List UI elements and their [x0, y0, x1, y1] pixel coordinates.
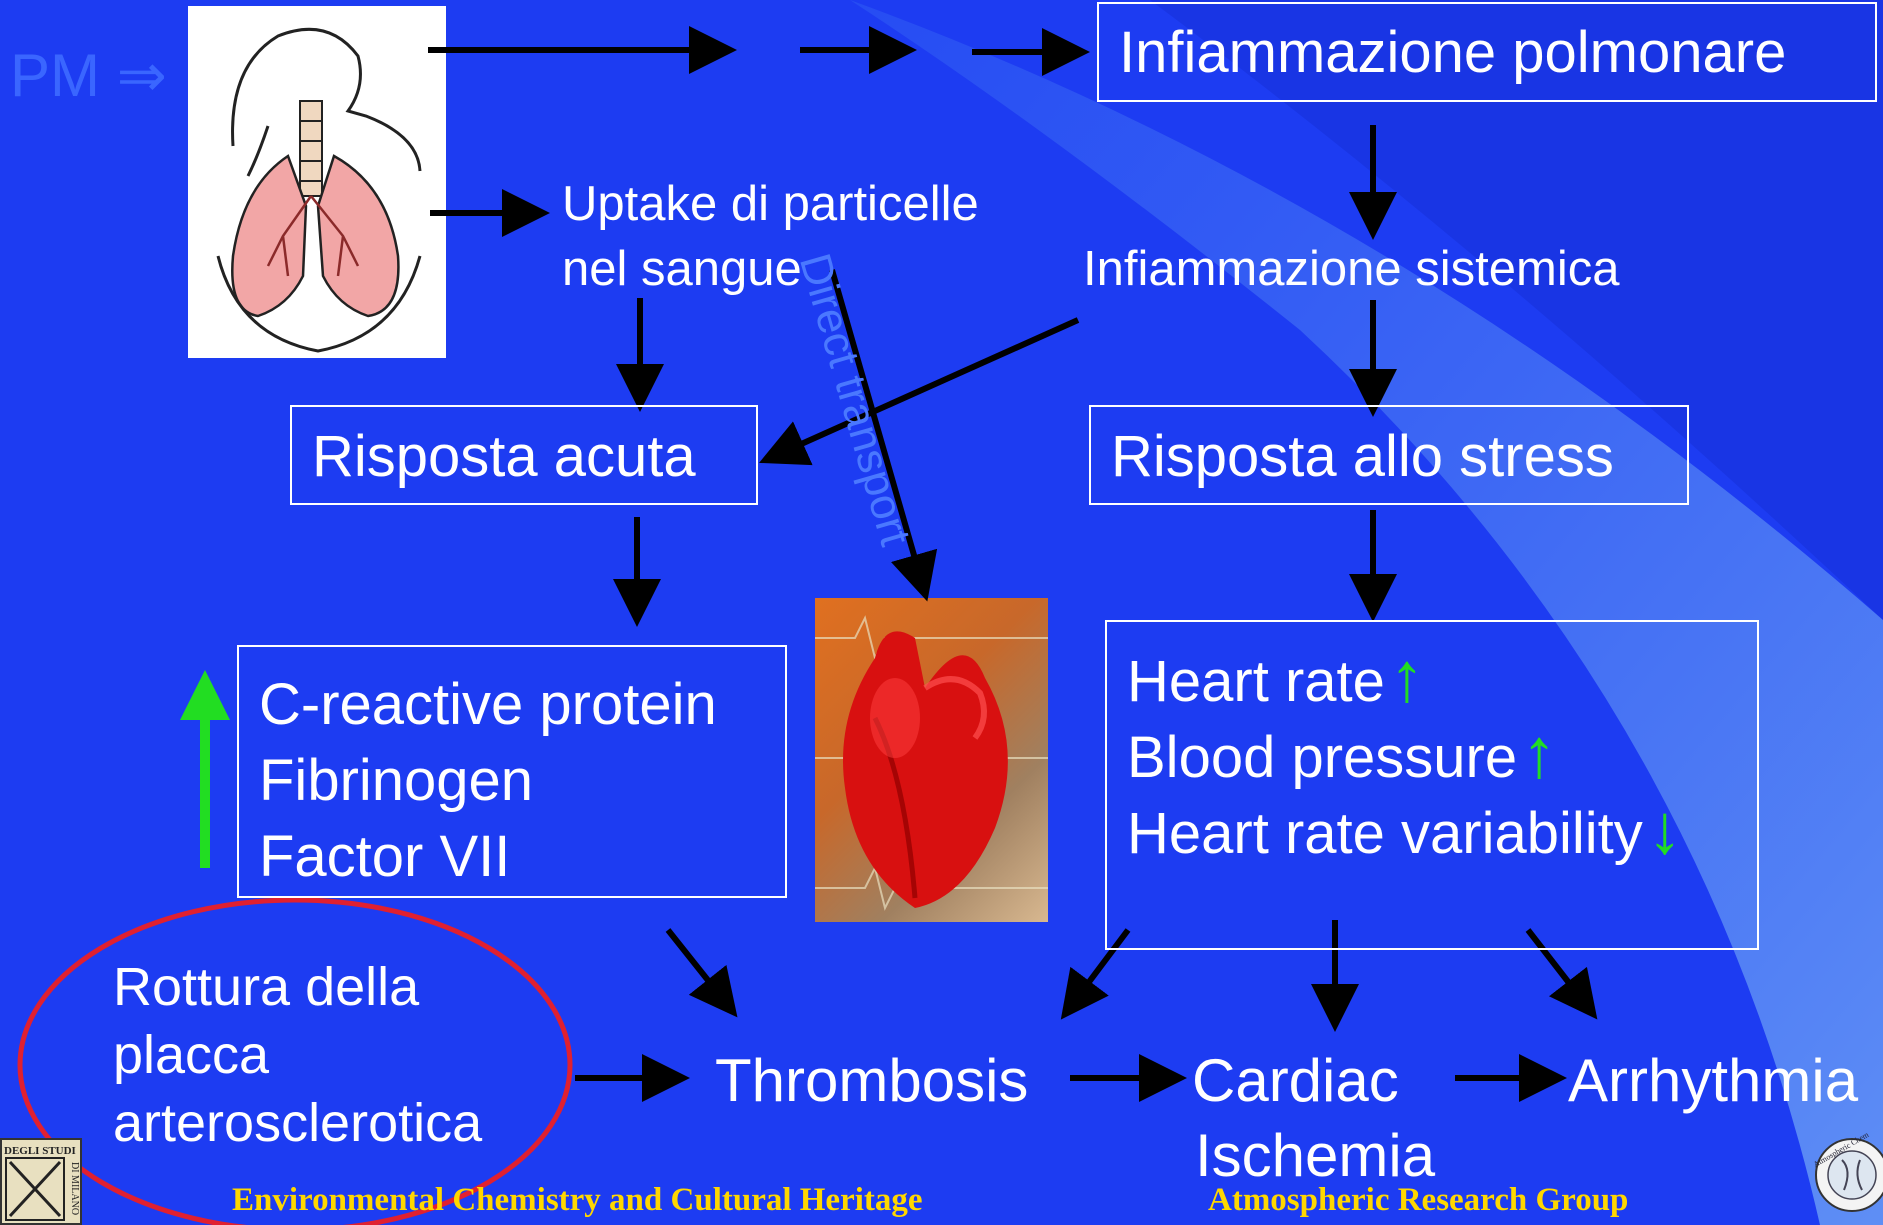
footer-left-title: Environmental Chemistry and Cultural Her…: [232, 1182, 923, 1219]
uptake-line-1: Uptake di particelle: [562, 175, 979, 234]
uptake-line-2: nel sangue: [562, 240, 802, 299]
infiammazione-sistemica-label: Infiammazione sistemica: [1083, 240, 1619, 299]
effect-heart-rate-label: Heart rate: [1127, 649, 1385, 714]
seal-icon: DEGLI STUDI DI MILANO: [2, 1140, 82, 1225]
effect-hrv: Heart rate variability ↓: [1127, 791, 1757, 867]
arrhythmia-label: Arrhythmia: [1568, 1045, 1858, 1117]
factor-crp: C-reactive protein: [259, 667, 785, 743]
rottura-line-1: Rottura della: [113, 955, 419, 1020]
effect-heart-rate: Heart rate ↑: [1127, 639, 1757, 715]
svg-text:DEGLI STUDI: DEGLI STUDI: [4, 1145, 76, 1157]
effect-blood-pressure-label: Blood pressure: [1127, 725, 1517, 790]
atmospheric-group-logo: Atmospheric Chem: [1812, 1120, 1883, 1225]
rottura-line-3: arterosclerotica: [113, 1091, 482, 1156]
rottura-line-2: placca: [113, 1023, 269, 1088]
effect-blood-pressure: Blood pressure ↑: [1127, 715, 1757, 791]
thrombosis-label: Thrombosis: [715, 1045, 1028, 1117]
rottura-highlight-ellipse: [20, 900, 570, 1225]
svg-text:DI MILANO: DI MILANO: [69, 1162, 80, 1215]
stress-effects-box: Heart rate ↑ Blood pressure ↑ Heart rate…: [1105, 620, 1759, 950]
risposta-acuta-label: Risposta acuta: [312, 422, 756, 492]
effect-hrv-label: Heart rate variability: [1127, 801, 1643, 866]
infiammazione-polmonare-box: Infiammazione polmonare: [1097, 2, 1877, 102]
arrow-up-icon: ↑: [1389, 638, 1424, 716]
risposta-stress-box: Risposta allo stress: [1089, 405, 1689, 505]
cardiac-label: Cardiac: [1192, 1045, 1399, 1117]
blood-factors-box: C-reactive protein Fibrinogen Factor VII: [237, 645, 787, 898]
factor-vii: Factor VII: [259, 819, 785, 895]
risposta-stress-label: Risposta allo stress: [1111, 422, 1687, 492]
footer-right-title: Atmospheric Research Group: [1208, 1182, 1628, 1219]
factor-fibrinogen: Fibrinogen: [259, 743, 785, 819]
arrow-factors-thrombosis: [668, 930, 730, 1008]
risposta-acuta-box: Risposta acuta: [290, 405, 758, 505]
globe-seal-icon: Atmospheric Chem: [1812, 1120, 1883, 1225]
arrow-down-icon: ↓: [1647, 790, 1682, 868]
university-logo: DEGLI STUDI DI MILANO: [0, 1138, 82, 1225]
infiammazione-polmonare-label: Infiammazione polmonare: [1119, 18, 1875, 88]
arrow-up-icon: ↑: [1522, 714, 1557, 792]
